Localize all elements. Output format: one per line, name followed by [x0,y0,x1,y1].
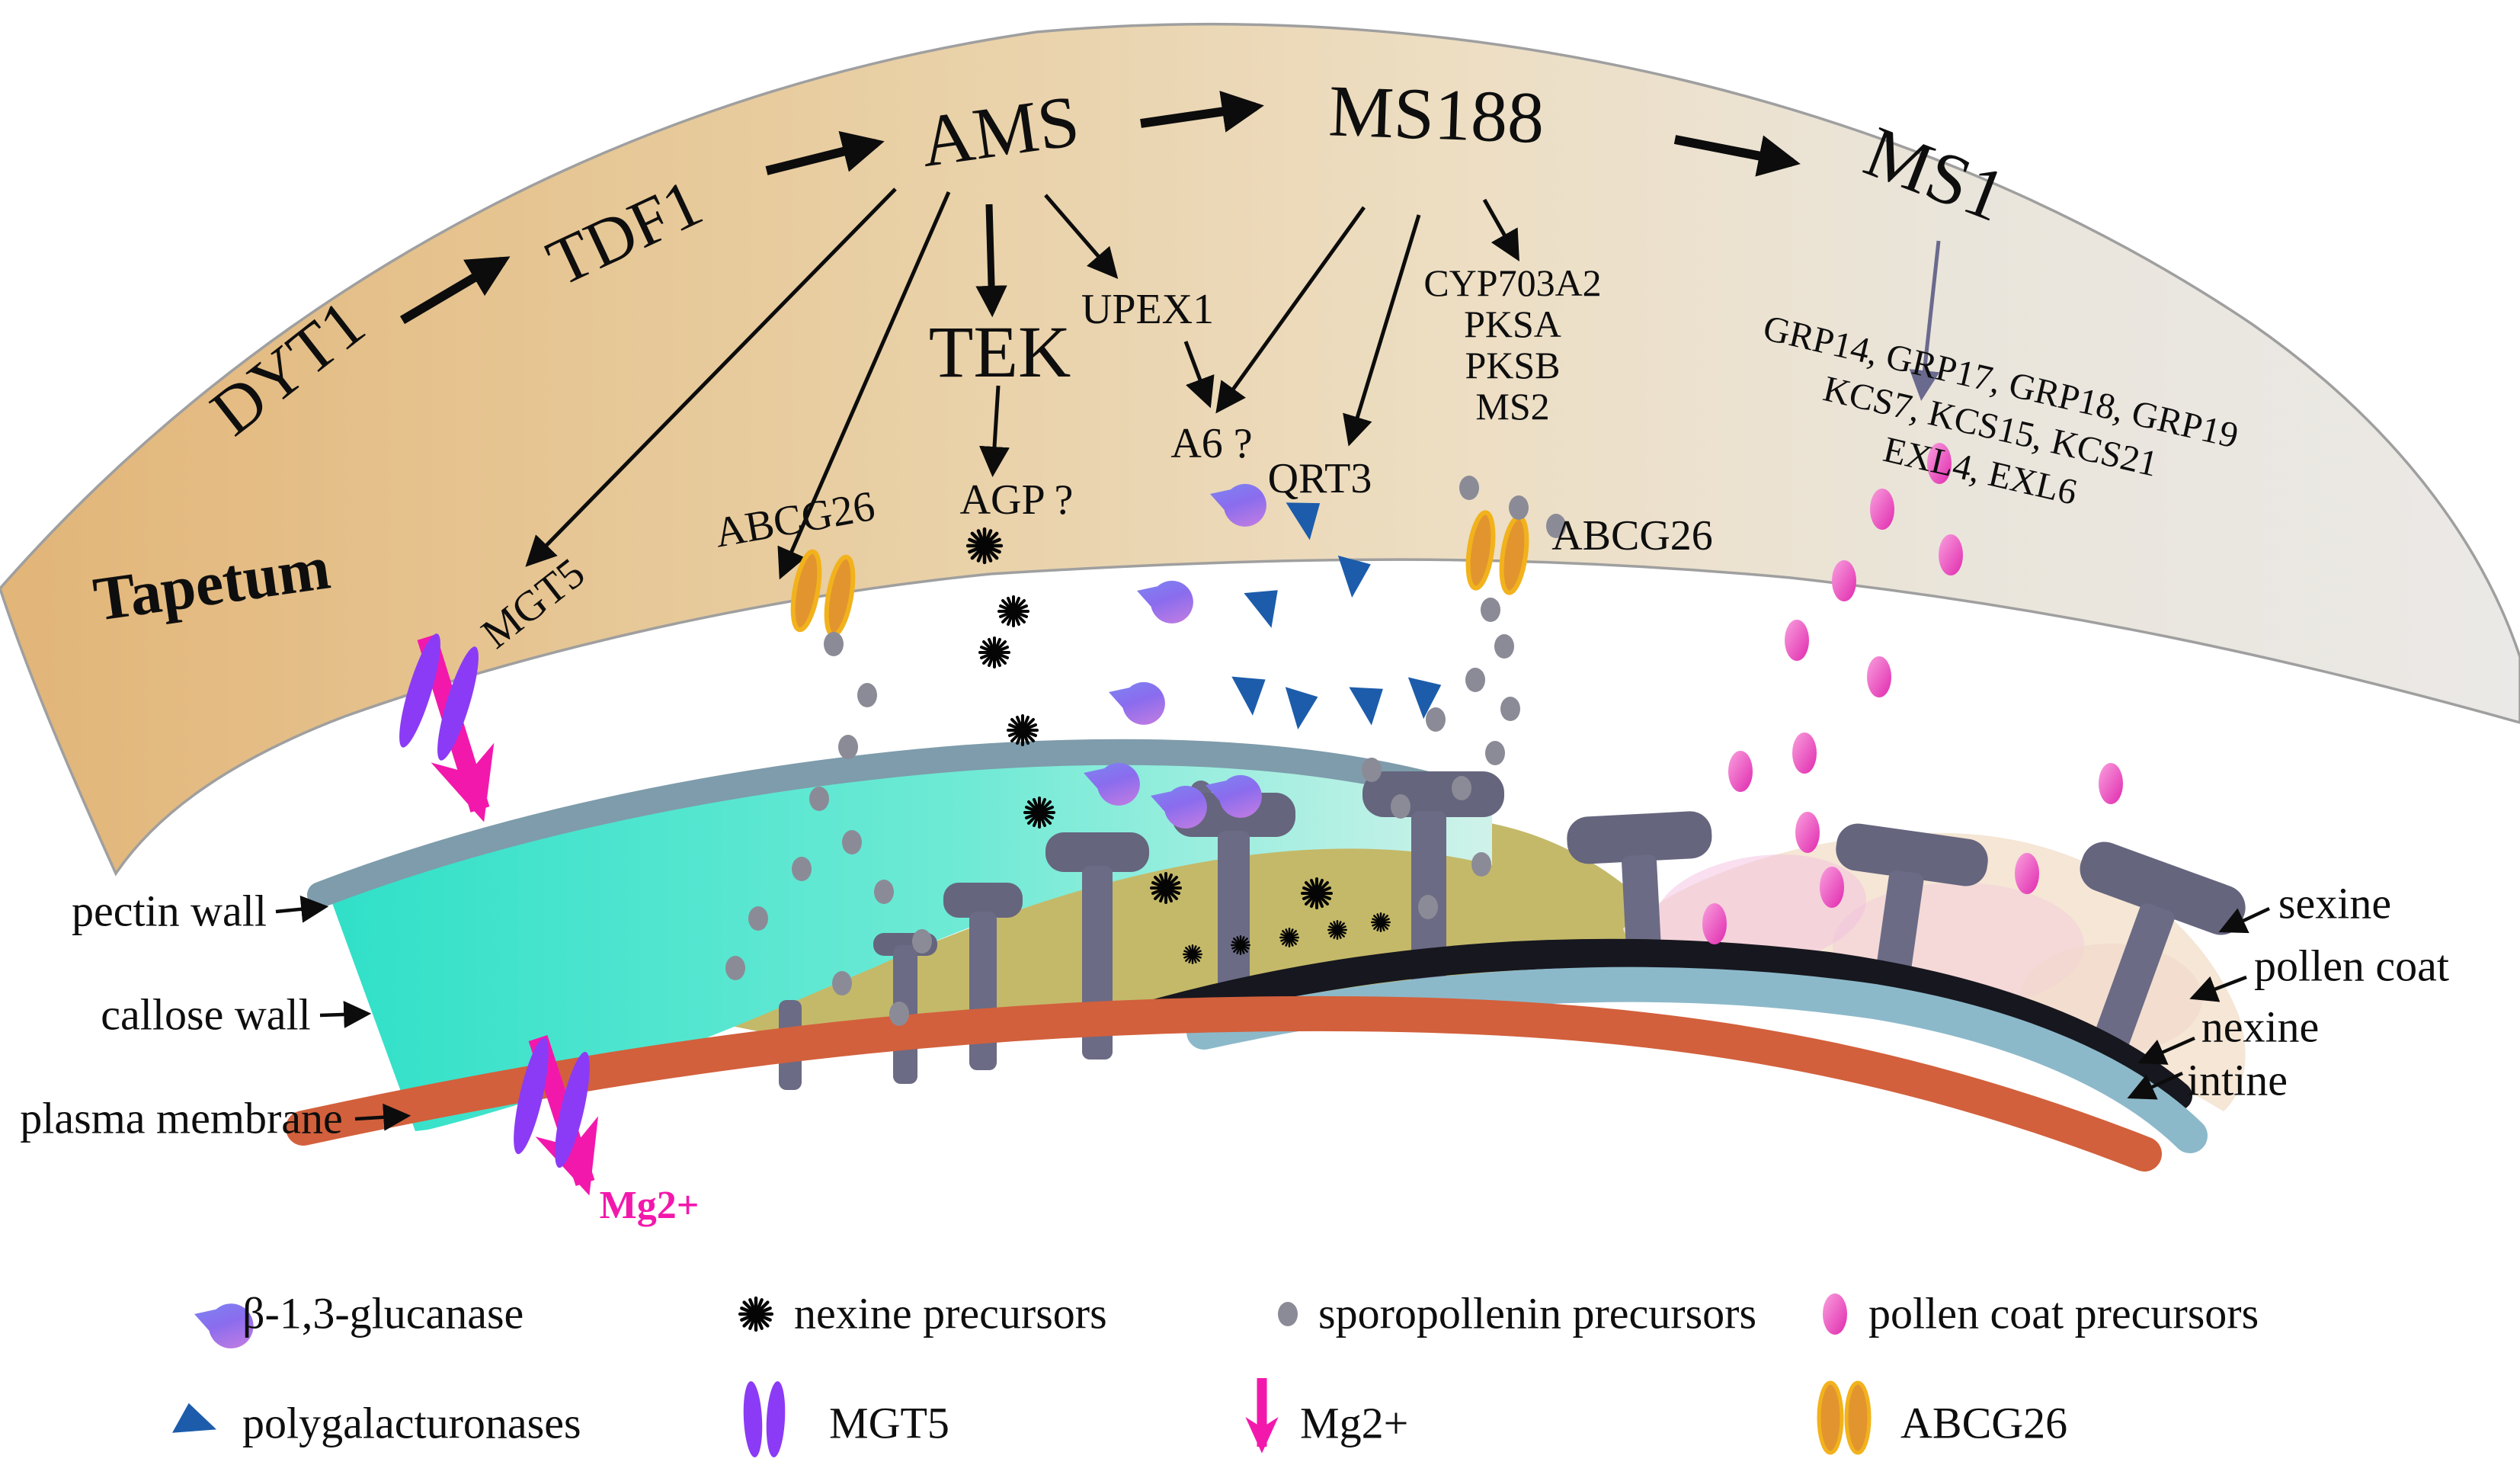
legend-sporopollenin-precursors: sporopollenin precursors [1318,1288,1757,1338]
gene-upex1: UPEX1 [1081,285,1215,333]
intine-label: intine [2186,1055,2288,1105]
pollen-coat-label: pollen coat [2253,941,2450,991]
legend-abcg26: ABCG26 [1900,1398,2068,1448]
plasma-membrane-label: plasma membrane [20,1093,343,1143]
gene-qrt3: QRT3 [1267,454,1372,502]
pathway-arrows [399,91,1941,580]
gene-agp: AGP ? [959,476,1074,524]
legend-mg2: Mg2+ [1300,1398,1409,1448]
abcg26-transporter-left [790,549,856,638]
cyp-gene-group: CYP703A2 PKSA PKSB MS2 [1423,261,1602,428]
legend-polygalacturonases: polygalacturonases [242,1398,581,1448]
pectin-wall-stripe [307,739,1500,908]
gene-ms188: MS188 [1327,69,1546,159]
mgt5-transporter-upper [399,633,495,822]
legend-mgt5: MGT5 [829,1398,949,1448]
legend-nexine-precursors: nexine precursors [794,1288,1107,1338]
sexine-label: sexine [2278,878,2392,928]
gene-tek: TEK [928,311,1071,393]
abcg26-transporter-right [1465,510,1529,595]
nexine-label: nexine [2201,1002,2320,1052]
mgt5-transporter-lower [514,1034,598,1196]
legend-icons [172,1293,1872,1457]
nexine-layer [1141,938,2192,1111]
mg2-ion-label: Mg2+ [599,1183,700,1227]
tapetum-band [0,22,2520,877]
legend-beta-glucanase: β-1,3-glucanase [242,1288,524,1338]
callose-wall-label: callose wall [101,989,311,1040]
gene-abcg26-right: ABCG26 [1551,511,1713,559]
annotation-arrows [275,895,2270,1131]
pollen-wall [286,739,2246,1172]
pectin-wall-label: pectin wall [71,886,267,936]
legend-pollen-coat-precursors: pollen coat precursors [1868,1288,2259,1338]
plasma-membrane-layer [286,995,2162,1172]
gene-a6: A6 ? [1170,419,1253,467]
